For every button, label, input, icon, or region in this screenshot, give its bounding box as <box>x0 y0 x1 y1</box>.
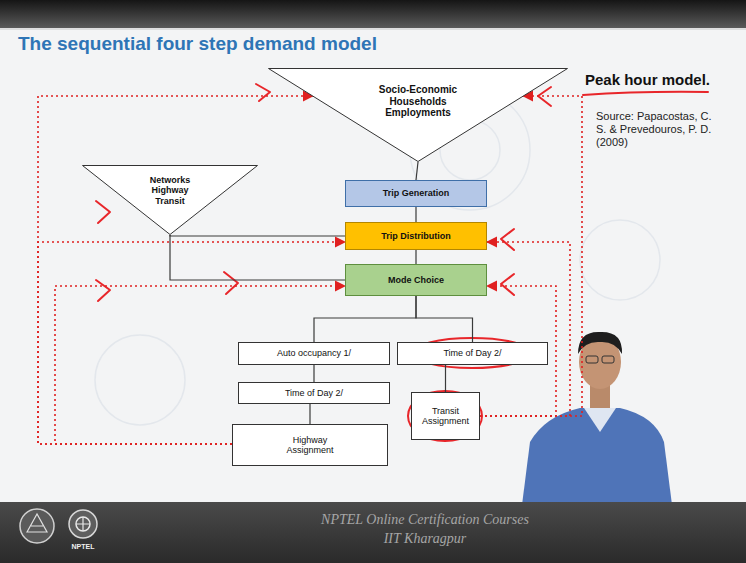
logo-caption: NPTEL <box>64 543 102 551</box>
node-text: Auto occupancy 1/ <box>277 348 351 358</box>
flow-line <box>415 250 416 264</box>
iit-logo-mark <box>27 514 47 532</box>
node-text: Highway Assignment <box>280 435 340 456</box>
note-text: Peak hour model. <box>585 71 710 89</box>
triangle-shape <box>83 166 258 235</box>
pattern-circle <box>95 335 185 425</box>
node-text: Networks Highway Transit <box>138 175 202 206</box>
pen-mark <box>501 229 514 250</box>
presenter-glasses <box>586 356 598 363</box>
pen-mark <box>256 84 270 101</box>
flow-line <box>415 207 416 222</box>
feedback-arrow <box>480 242 570 416</box>
presenter-shirt <box>522 408 672 505</box>
node-text: Trip Distribution <box>381 231 451 241</box>
flow-line <box>445 365 446 392</box>
bottom-band <box>0 502 746 563</box>
nptel-logo-mark <box>76 517 90 531</box>
pattern-circle <box>580 220 660 300</box>
process-box: Mode Choice <box>345 264 487 296</box>
process-box: Trip Distribution <box>345 222 487 250</box>
feedback-arrow <box>55 286 345 444</box>
process-box: Transit Assignment <box>411 392 480 440</box>
input-triangle: Networks Highway Transit <box>82 165 258 235</box>
triangle-shape <box>269 69 568 162</box>
flow-line <box>313 365 314 382</box>
process-box: Auto occupancy 1/ <box>238 342 390 365</box>
flow-line <box>416 296 473 342</box>
node-text: Mode Choice <box>388 275 444 285</box>
node-text: Trip Generation <box>383 188 450 198</box>
pen-mark <box>538 87 551 106</box>
presenter-collar <box>584 408 616 432</box>
process-box: Highway Assignment <box>232 424 388 466</box>
pen-mark <box>96 280 110 301</box>
slide-title: The sequential four step demand model <box>18 33 377 55</box>
source-note: Source: Papacostas, C. S. & Prevedouros,… <box>596 110 716 150</box>
feedback-arrow <box>480 96 582 416</box>
flow-line <box>314 296 416 342</box>
pen-circle <box>408 391 482 441</box>
process-box: Time of Day 2/ <box>397 342 548 365</box>
process-box: Trip Generation <box>345 180 487 207</box>
node-text: Time of Day 2/ <box>285 388 343 398</box>
faint-pattern <box>95 90 660 425</box>
nptel-logo <box>69 510 97 538</box>
presenter-glasses <box>602 356 614 363</box>
node-text: Transit Assignment <box>417 406 475 427</box>
footer-text: IIT Kharagpur <box>300 531 550 548</box>
process-box: Time of Day 2/ <box>238 382 390 404</box>
top-band <box>0 0 746 28</box>
iit-logo <box>20 509 54 543</box>
node-text: Time of Day 2/ <box>443 348 501 358</box>
nptel-logo-mark <box>76 517 90 531</box>
pen-underline <box>583 92 708 95</box>
flow-line <box>309 404 310 424</box>
pen-mark <box>96 201 110 223</box>
logos <box>20 509 97 543</box>
node-text: Socio-Economic Households Employments <box>370 84 466 119</box>
input-triangle: Socio-Economic Households Employments <box>268 68 568 162</box>
footer-text: NPTEL Online Certification Courses <box>300 512 550 529</box>
presenter-hair <box>578 332 622 354</box>
top-rule <box>0 29 746 30</box>
flow-line <box>416 162 418 180</box>
flow-line <box>170 235 345 236</box>
pen-mark <box>224 272 238 294</box>
pen-mark <box>501 274 514 295</box>
